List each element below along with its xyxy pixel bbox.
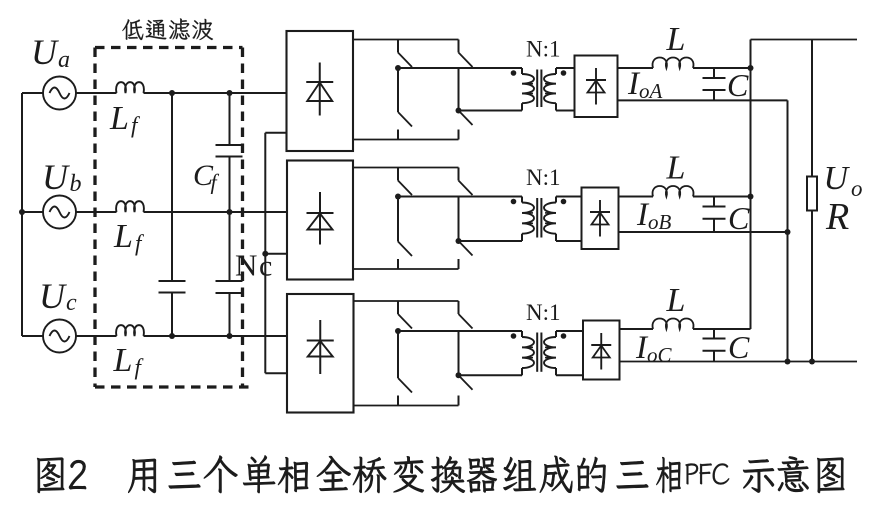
svg-text:N: N <box>235 248 257 283</box>
svg-text:C: C <box>727 67 749 103</box>
svg-text:L: L <box>666 150 686 187</box>
svg-text:L: L <box>666 282 686 319</box>
svg-text:L: L <box>113 218 133 255</box>
svg-text:a: a <box>58 47 70 73</box>
svg-text:f: f <box>135 355 145 380</box>
svg-text:c: c <box>259 250 272 283</box>
svg-text:U: U <box>31 32 59 72</box>
svg-text:U: U <box>42 157 70 197</box>
svg-text:I: I <box>627 66 641 102</box>
svg-text:c: c <box>66 290 77 316</box>
svg-text:C: C <box>193 159 214 192</box>
svg-text:C: C <box>728 200 750 236</box>
svg-text:N:1: N:1 <box>526 300 561 325</box>
svg-text:f: f <box>135 231 145 256</box>
svg-text:N:1: N:1 <box>526 165 561 190</box>
svg-text:U: U <box>824 160 851 197</box>
svg-text:L: L <box>109 100 129 137</box>
svg-text:o: o <box>851 176 863 201</box>
svg-text:L: L <box>113 342 133 379</box>
svg-text:oB: oB <box>648 210 672 234</box>
svg-text:oA: oA <box>639 79 663 103</box>
svg-text:U: U <box>39 276 67 316</box>
svg-text:R: R <box>825 196 849 238</box>
svg-text:f: f <box>211 170 220 195</box>
svg-text:N:1: N:1 <box>526 37 561 62</box>
svg-text:f: f <box>131 113 141 138</box>
svg-text:oC: oC <box>647 343 673 367</box>
svg-text:L: L <box>666 21 686 58</box>
svg-text:I: I <box>636 197 650 233</box>
svg-text:C: C <box>728 329 750 365</box>
svg-text:b: b <box>70 171 82 197</box>
svg-text:I: I <box>635 330 649 366</box>
